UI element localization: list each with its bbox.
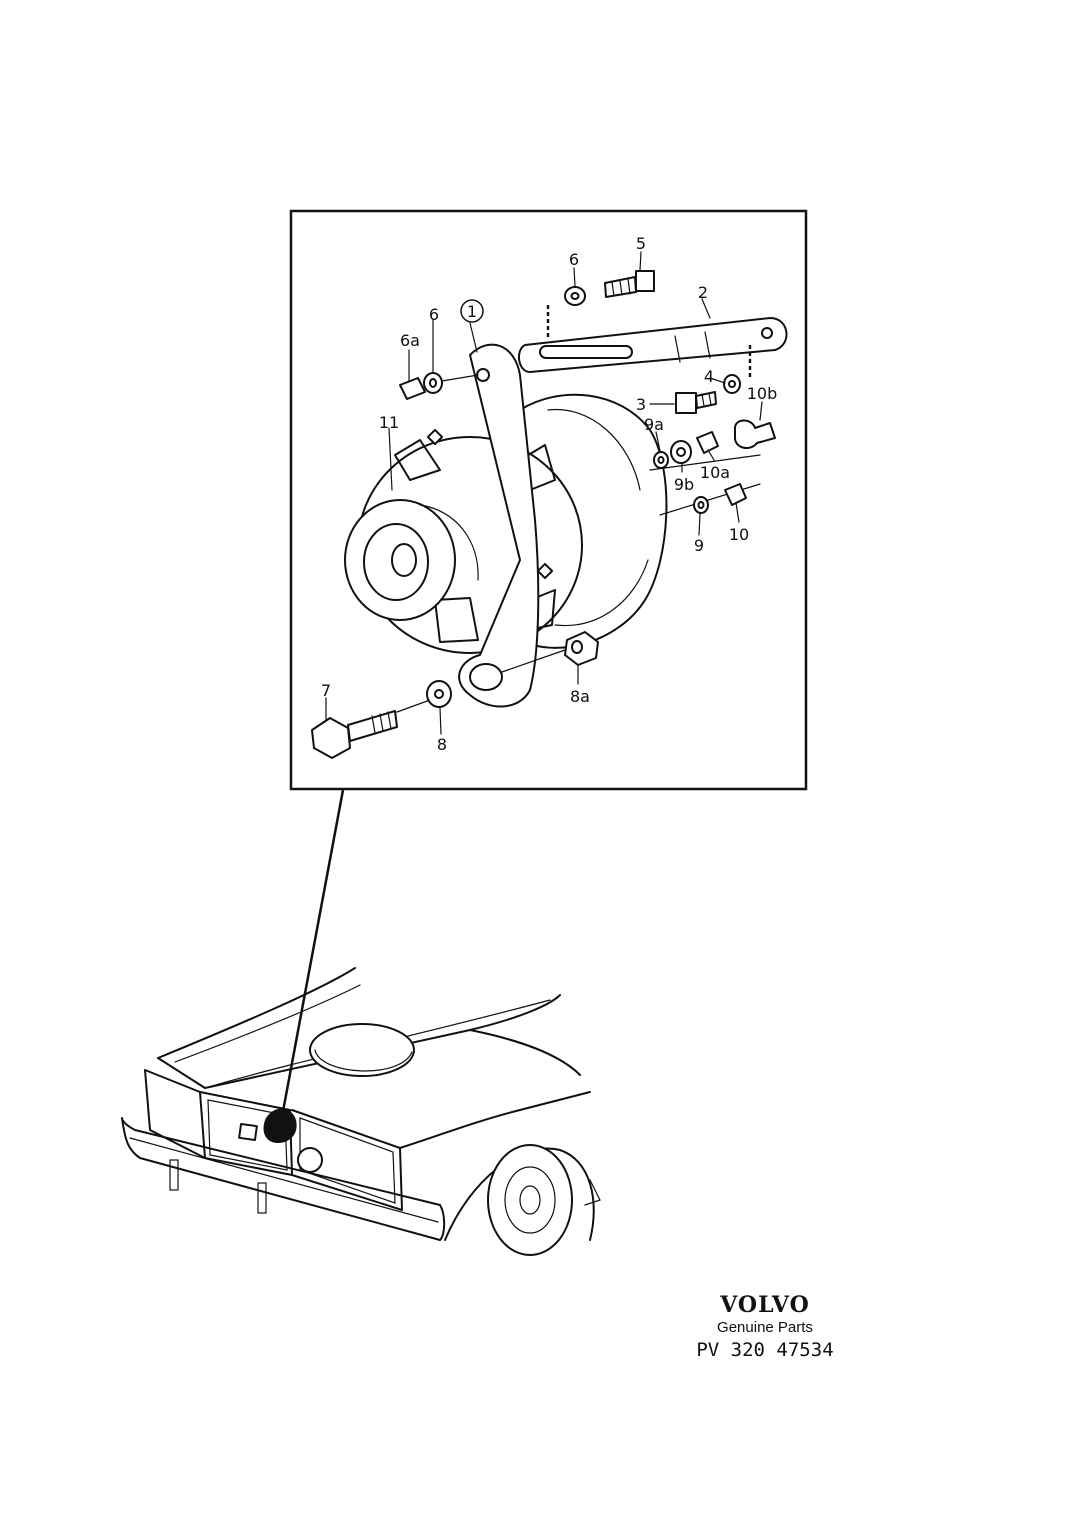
- callout-3: 3: [636, 395, 646, 414]
- part-code: PV 320 47534: [696, 1339, 834, 1361]
- callout-9: 9: [694, 536, 704, 555]
- callout-8: 8: [437, 735, 447, 754]
- callout-6-top: 6: [569, 250, 579, 269]
- callout-6a: 6a: [400, 331, 420, 350]
- nut-10: [724, 483, 747, 506]
- bolt-7: [311, 699, 431, 759]
- nut-6a: [399, 372, 479, 400]
- brand-block: VOLVO Genuine Parts PV 320 47534: [680, 1292, 850, 1362]
- callout-4: 4: [704, 367, 714, 386]
- nut-10a: [696, 431, 719, 454]
- volvo-logo: VOLVO: [720, 1292, 810, 1318]
- callout-2: 2: [698, 283, 708, 302]
- callout-11: 11: [379, 413, 399, 432]
- callout-9a: 9a: [644, 415, 664, 434]
- alternator: [344, 343, 761, 708]
- screw-5: [604, 270, 655, 298]
- callout-5: 5: [636, 234, 646, 253]
- terminal-10b: [734, 419, 776, 450]
- callout-circle-1: [460, 299, 484, 323]
- brand-subtitle: Genuine Parts: [717, 1319, 813, 1336]
- callout-6-left: 6: [429, 305, 439, 324]
- car-front: [121, 967, 601, 1256]
- nut-8a: [501, 631, 599, 673]
- callout-10a: 10a: [700, 463, 730, 482]
- detail-frame: [289, 209, 808, 791]
- callout-8a: 8a: [570, 687, 590, 706]
- leader-line: [279, 789, 345, 1123]
- callout-9b: 9b: [674, 475, 694, 494]
- callout-10b: 10b: [747, 384, 778, 403]
- bracket: [518, 317, 788, 373]
- alternator-location: [263, 1108, 297, 1144]
- callout-7: 7: [321, 681, 331, 700]
- bolt-3: [675, 391, 717, 414]
- callout-1: 1: [467, 302, 477, 321]
- callout-10: 10: [729, 525, 749, 544]
